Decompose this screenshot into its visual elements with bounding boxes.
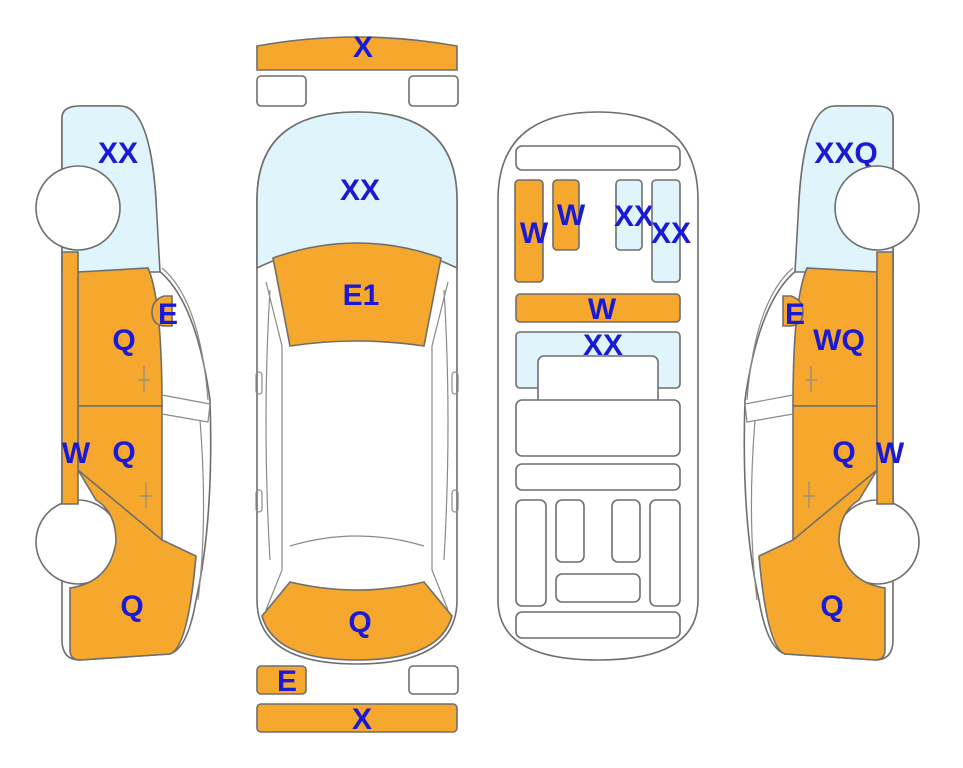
top-view: X XX E1 Q E X: [255, 31, 459, 736]
left-rocker-label: W: [62, 437, 91, 470]
interior-dash-label: W: [588, 293, 617, 326]
left-rear-fender[interactable]: [69, 469, 197, 661]
left-front-door-label: Q: [112, 324, 135, 357]
right-side-view: XXQ WQ E Q W Q: [743, 105, 920, 661]
rear-hatch[interactable]: [261, 581, 453, 661]
left-side-view: XX Q E Q W Q: [35, 105, 212, 661]
interior-dash[interactable]: [515, 293, 681, 323]
front-left-light[interactable]: [256, 75, 307, 107]
hood-label: E1: [343, 279, 380, 312]
left-rocker[interactable]: [61, 251, 79, 505]
rear-hatch-label: Q: [348, 606, 371, 639]
right-mirror-label: E: [785, 298, 805, 331]
left-mirror-label: E: [158, 298, 178, 331]
interior-right-seat[interactable]: [651, 179, 681, 283]
left-mirror[interactable]: [151, 295, 173, 327]
right-rear-fender[interactable]: [758, 469, 886, 661]
right-mirror[interactable]: [782, 295, 804, 327]
right-rear-door-label: Q: [832, 436, 855, 469]
windshield-label: XX: [340, 174, 380, 207]
interior-view: W W XX XX W XX: [497, 111, 699, 661]
left-glass-label: XX: [98, 137, 138, 170]
left-rear-fender-label: Q: [120, 590, 143, 623]
interior-left-panel-label: W: [557, 199, 586, 232]
right-rocker-label: W: [876, 437, 905, 470]
right-rear-fender-label: Q: [820, 590, 843, 623]
front-right-light[interactable]: [408, 75, 459, 107]
front-bumper[interactable]: [256, 36, 458, 71]
interior-left-seat[interactable]: [514, 179, 544, 283]
interior-right-panel-label: XX: [614, 200, 654, 233]
hood[interactable]: [272, 242, 442, 347]
right-front-wheel[interactable]: [834, 165, 920, 251]
left-rear-door-label: Q: [112, 436, 135, 469]
right-glass-label: XXQ: [814, 137, 877, 170]
interior-left-seat-label: W: [520, 217, 549, 250]
right-front-door-label: WQ: [813, 324, 865, 357]
rear-left-panel[interactable]: [256, 665, 307, 695]
rear-left-panel-label: E: [277, 665, 297, 698]
front-bumper-label: X: [353, 31, 373, 64]
interior-right-panel[interactable]: [615, 179, 643, 251]
interior-left-panel[interactable]: [552, 179, 580, 251]
left-front-wheel[interactable]: [35, 165, 121, 251]
interior-right-seat-label: XX: [651, 217, 691, 250]
rear-bumper[interactable]: [256, 703, 458, 733]
rear-bumper-label: X: [352, 703, 372, 736]
rear-right-light[interactable]: [408, 665, 459, 695]
right-rocker[interactable]: [876, 251, 894, 505]
